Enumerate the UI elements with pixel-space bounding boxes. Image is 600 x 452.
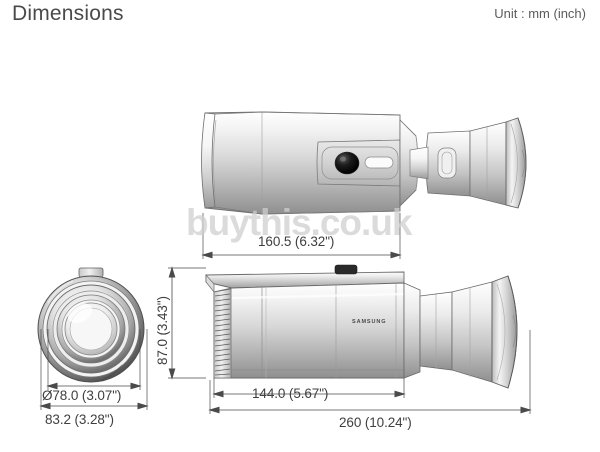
- ir-led-array-icon: [214, 293, 231, 376]
- dimension-label-top-length: 160.5 (6.32"): [258, 234, 335, 249]
- dimension-label-lens-diameter: Ø78.0 (3.07"): [42, 388, 122, 403]
- dimension-total-length: [208, 330, 532, 414]
- front-view-lens-circle: [37, 267, 145, 383]
- unit-note: Unit : mm (inch): [494, 6, 586, 21]
- dimension-label-total-length: 260 (10.24"): [339, 415, 412, 430]
- brand-logo: SAMSUNG: [352, 319, 387, 325]
- page-title: Dimensions: [12, 2, 124, 25]
- dimension-housing-width: [39, 329, 149, 410]
- top-view-bullet-camera: [201, 111, 527, 215]
- dimension-label-body-length: 144.0 (5.67"): [252, 386, 329, 401]
- dimension-label-housing-width: 83.2 (3.28"): [45, 412, 114, 427]
- dimension-top-length: [201, 213, 402, 259]
- sensor-dome-icon: [334, 151, 360, 175]
- dimension-body-length: [212, 378, 406, 398]
- dimension-lens-diameter: [46, 329, 142, 390]
- top-screw-nub-icon: [334, 264, 358, 275]
- side-view-bullet-camera: [205, 264, 518, 389]
- dimension-height: [168, 266, 206, 380]
- dimension-label-height: 87.0 (3.43"): [155, 296, 170, 365]
